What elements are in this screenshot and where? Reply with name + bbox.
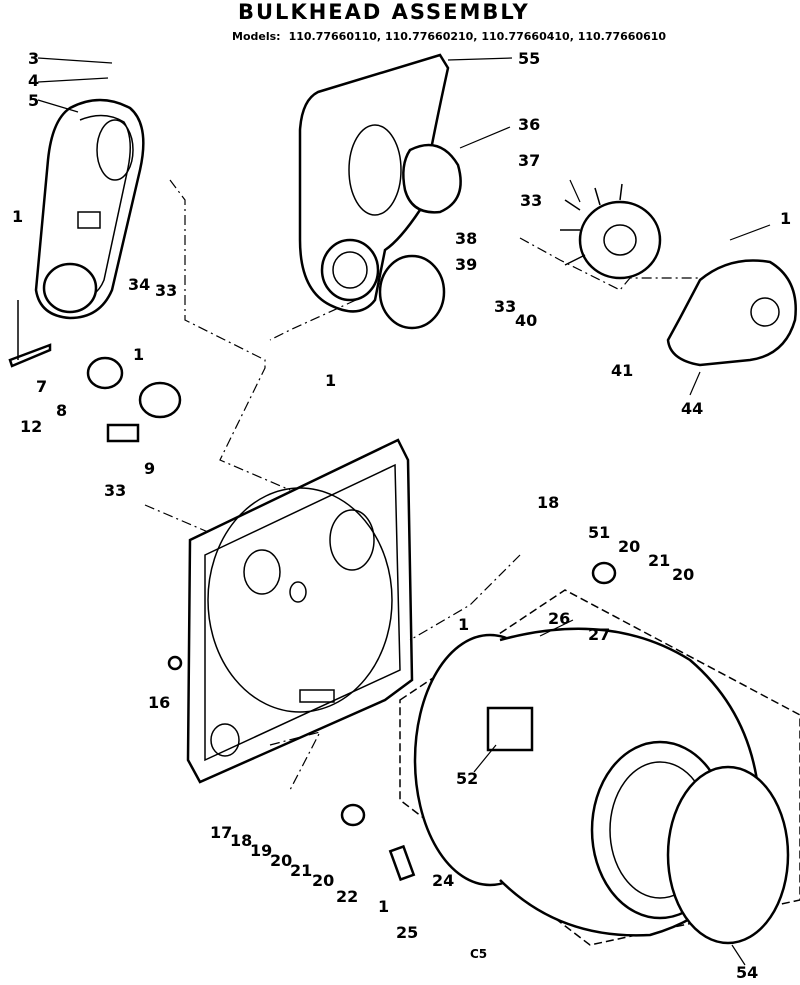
callout-1-thermostat: 1	[133, 345, 144, 364]
drum-seal-part-54	[666, 765, 790, 945]
callout-1-bulkhead: 1	[458, 615, 469, 634]
callout-20-top: 20	[618, 537, 640, 556]
blower-wheel-part-37	[560, 183, 662, 280]
callout-37: 37	[518, 151, 540, 170]
bulkhead-panel	[186, 438, 414, 784]
model-numbers: 110.77660110, 110.77660210, 110.77660410…	[288, 30, 667, 43]
callout-21-top: 21	[648, 551, 670, 570]
callout-labels: 3 4 5 1 34 33 1 7 8 12 9 33 55 36 37 33 …	[12, 49, 791, 982]
callout-18-bottom: 18	[230, 831, 252, 850]
callout-24: 24	[432, 871, 454, 890]
callout-19: 19	[250, 841, 272, 860]
callout-33-right: 33	[494, 297, 516, 316]
seal-ring-part-38	[378, 254, 446, 330]
leader-lines	[37, 57, 771, 966]
thermostat-parts	[8, 300, 182, 443]
callout-26: 26	[548, 609, 570, 628]
callout-1-housing: 1	[325, 371, 336, 390]
assembly-lines	[144, 179, 700, 791]
callout-20-right: 20	[672, 565, 694, 584]
callout-54: 54	[736, 963, 758, 982]
callout-18-top: 18	[537, 493, 559, 512]
callout-9: 9	[144, 459, 155, 478]
callout-20-bottom-a: 20	[270, 851, 292, 870]
callout-16: 16	[148, 693, 170, 712]
callout-25: 25	[396, 923, 418, 942]
callout-44: 44	[681, 399, 703, 418]
duct-cover-part-5	[34, 98, 145, 320]
callout-41: 41	[611, 361, 633, 380]
callout-1-right: 1	[780, 209, 791, 228]
callout-1-left: 1	[12, 207, 23, 226]
callout-22: 22	[336, 887, 358, 906]
models-line: Models: 110.77660110, 110.77660210, 110.7…	[232, 30, 666, 43]
callout-7: 7	[36, 377, 47, 396]
roller-parts	[167, 561, 617, 882]
callout-38: 38	[455, 229, 477, 248]
callout-33-left-lower: 33	[104, 481, 126, 500]
callout-39: 39	[455, 255, 477, 274]
blower-housing-part-44	[666, 259, 797, 367]
callout-55: 55	[518, 49, 540, 68]
callout-36: 36	[518, 115, 540, 134]
callout-20-bottom-b: 20	[312, 871, 334, 890]
callout-40: 40	[515, 311, 537, 330]
callout-33-center: 33	[520, 191, 542, 210]
callout-27: 27	[588, 625, 610, 644]
callout-21-bottom: 21	[290, 861, 312, 880]
callout-3: 3	[28, 49, 39, 68]
diagram-title: BULKHEAD ASSEMBLY	[238, 0, 530, 24]
callout-34: 34	[128, 275, 150, 294]
callout-51: 51	[588, 523, 610, 542]
footer-code: C5	[470, 947, 487, 961]
gasket-part-36	[402, 143, 462, 214]
callout-8: 8	[56, 401, 67, 420]
callout-17: 17	[210, 823, 232, 842]
callout-33-left-upper: 33	[155, 281, 177, 300]
callout-52: 52	[456, 769, 478, 788]
callout-4: 4	[28, 71, 39, 90]
callout-5: 5	[28, 91, 39, 110]
models-label: Models:	[232, 30, 281, 43]
callout-1-bottom: 1	[378, 897, 389, 916]
callout-12: 12	[20, 417, 42, 436]
